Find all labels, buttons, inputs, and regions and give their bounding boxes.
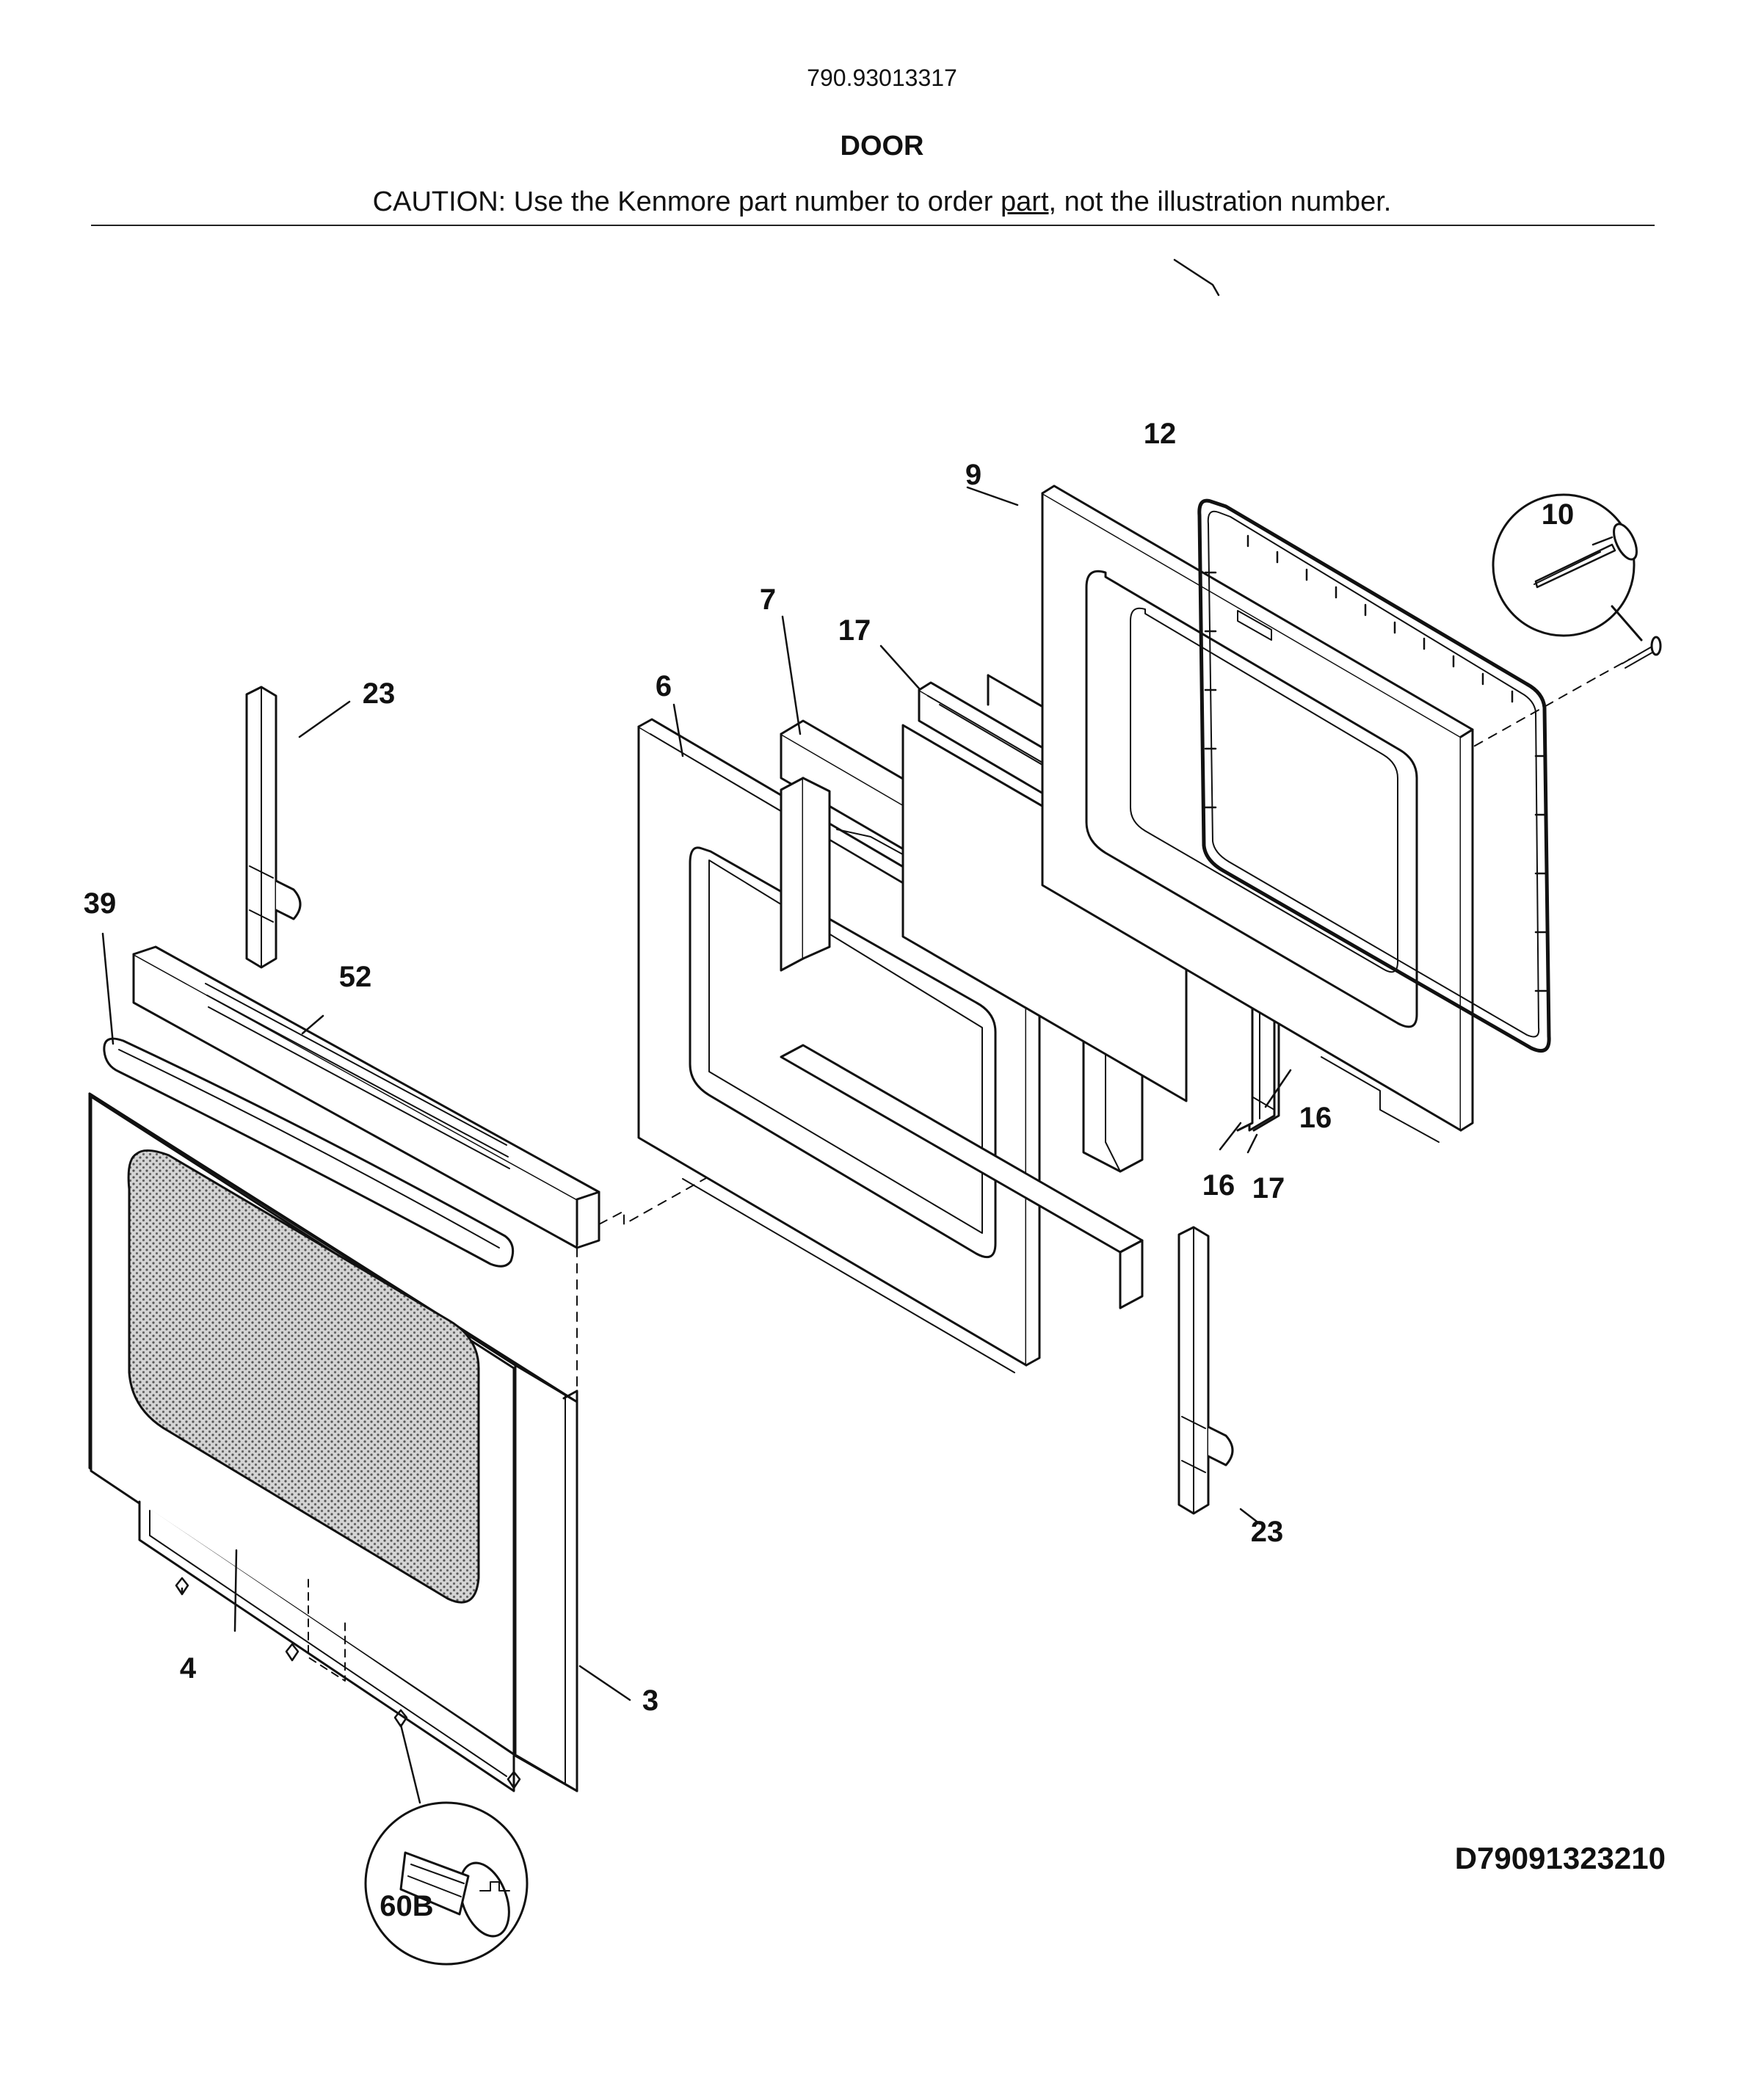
part-12-door-gasket bbox=[1197, 498, 1551, 1053]
part-4-door-window-glass bbox=[90, 1095, 515, 1756]
callout-3: 3 bbox=[642, 1685, 658, 1717]
callout-39: 39 bbox=[84, 887, 117, 920]
callout-60b: 60B bbox=[380, 1890, 433, 1922]
callout-52: 52 bbox=[339, 961, 372, 993]
callout-6: 6 bbox=[656, 670, 672, 702]
callout-9: 9 bbox=[965, 459, 981, 491]
part-6-inner-door-frame bbox=[637, 718, 1041, 1373]
part-9-inner-door-liner bbox=[1041, 484, 1474, 1143]
part-10-screw bbox=[1492, 493, 1662, 669]
header-rule bbox=[91, 225, 1655, 226]
part-23-hinge-right bbox=[1177, 1226, 1234, 1515]
part-4-lower-trim bbox=[138, 1500, 515, 1792]
model-number: 790.93013317 bbox=[807, 65, 957, 91]
part-39-door-handle bbox=[103, 1037, 515, 1268]
callout-12: 12 bbox=[1144, 418, 1177, 450]
caution-note: CAUTION: Use the Kenmore part number to … bbox=[0, 186, 1764, 218]
diagram-id: D79091323210 bbox=[1454, 1841, 1666, 1875]
caution-suffix: , not the illustration number. bbox=[1048, 186, 1392, 217]
caution-prefix: CAUTION: Use the Kenmore part number to … bbox=[372, 186, 1001, 217]
callout-16-right: 16 bbox=[1299, 1102, 1332, 1134]
callout-7: 7 bbox=[760, 584, 776, 616]
section-title: DOOR bbox=[840, 131, 924, 161]
callout-17-bottom: 17 bbox=[1252, 1172, 1285, 1204]
leader-lines bbox=[101, 258, 1614, 1804]
callout-16-left: 16 bbox=[1202, 1169, 1235, 1202]
part-60b-screw bbox=[364, 1801, 529, 1966]
callout-17-top: 17 bbox=[838, 614, 871, 647]
callout-23-top: 23 bbox=[363, 677, 396, 710]
part-23-hinge-left bbox=[245, 686, 302, 969]
caution-part-link[interactable]: part bbox=[1001, 186, 1049, 217]
callout-4: 4 bbox=[180, 1652, 197, 1685]
callout-23-bottom: 23 bbox=[1251, 1516, 1284, 1548]
callout-10: 10 bbox=[1542, 498, 1575, 531]
